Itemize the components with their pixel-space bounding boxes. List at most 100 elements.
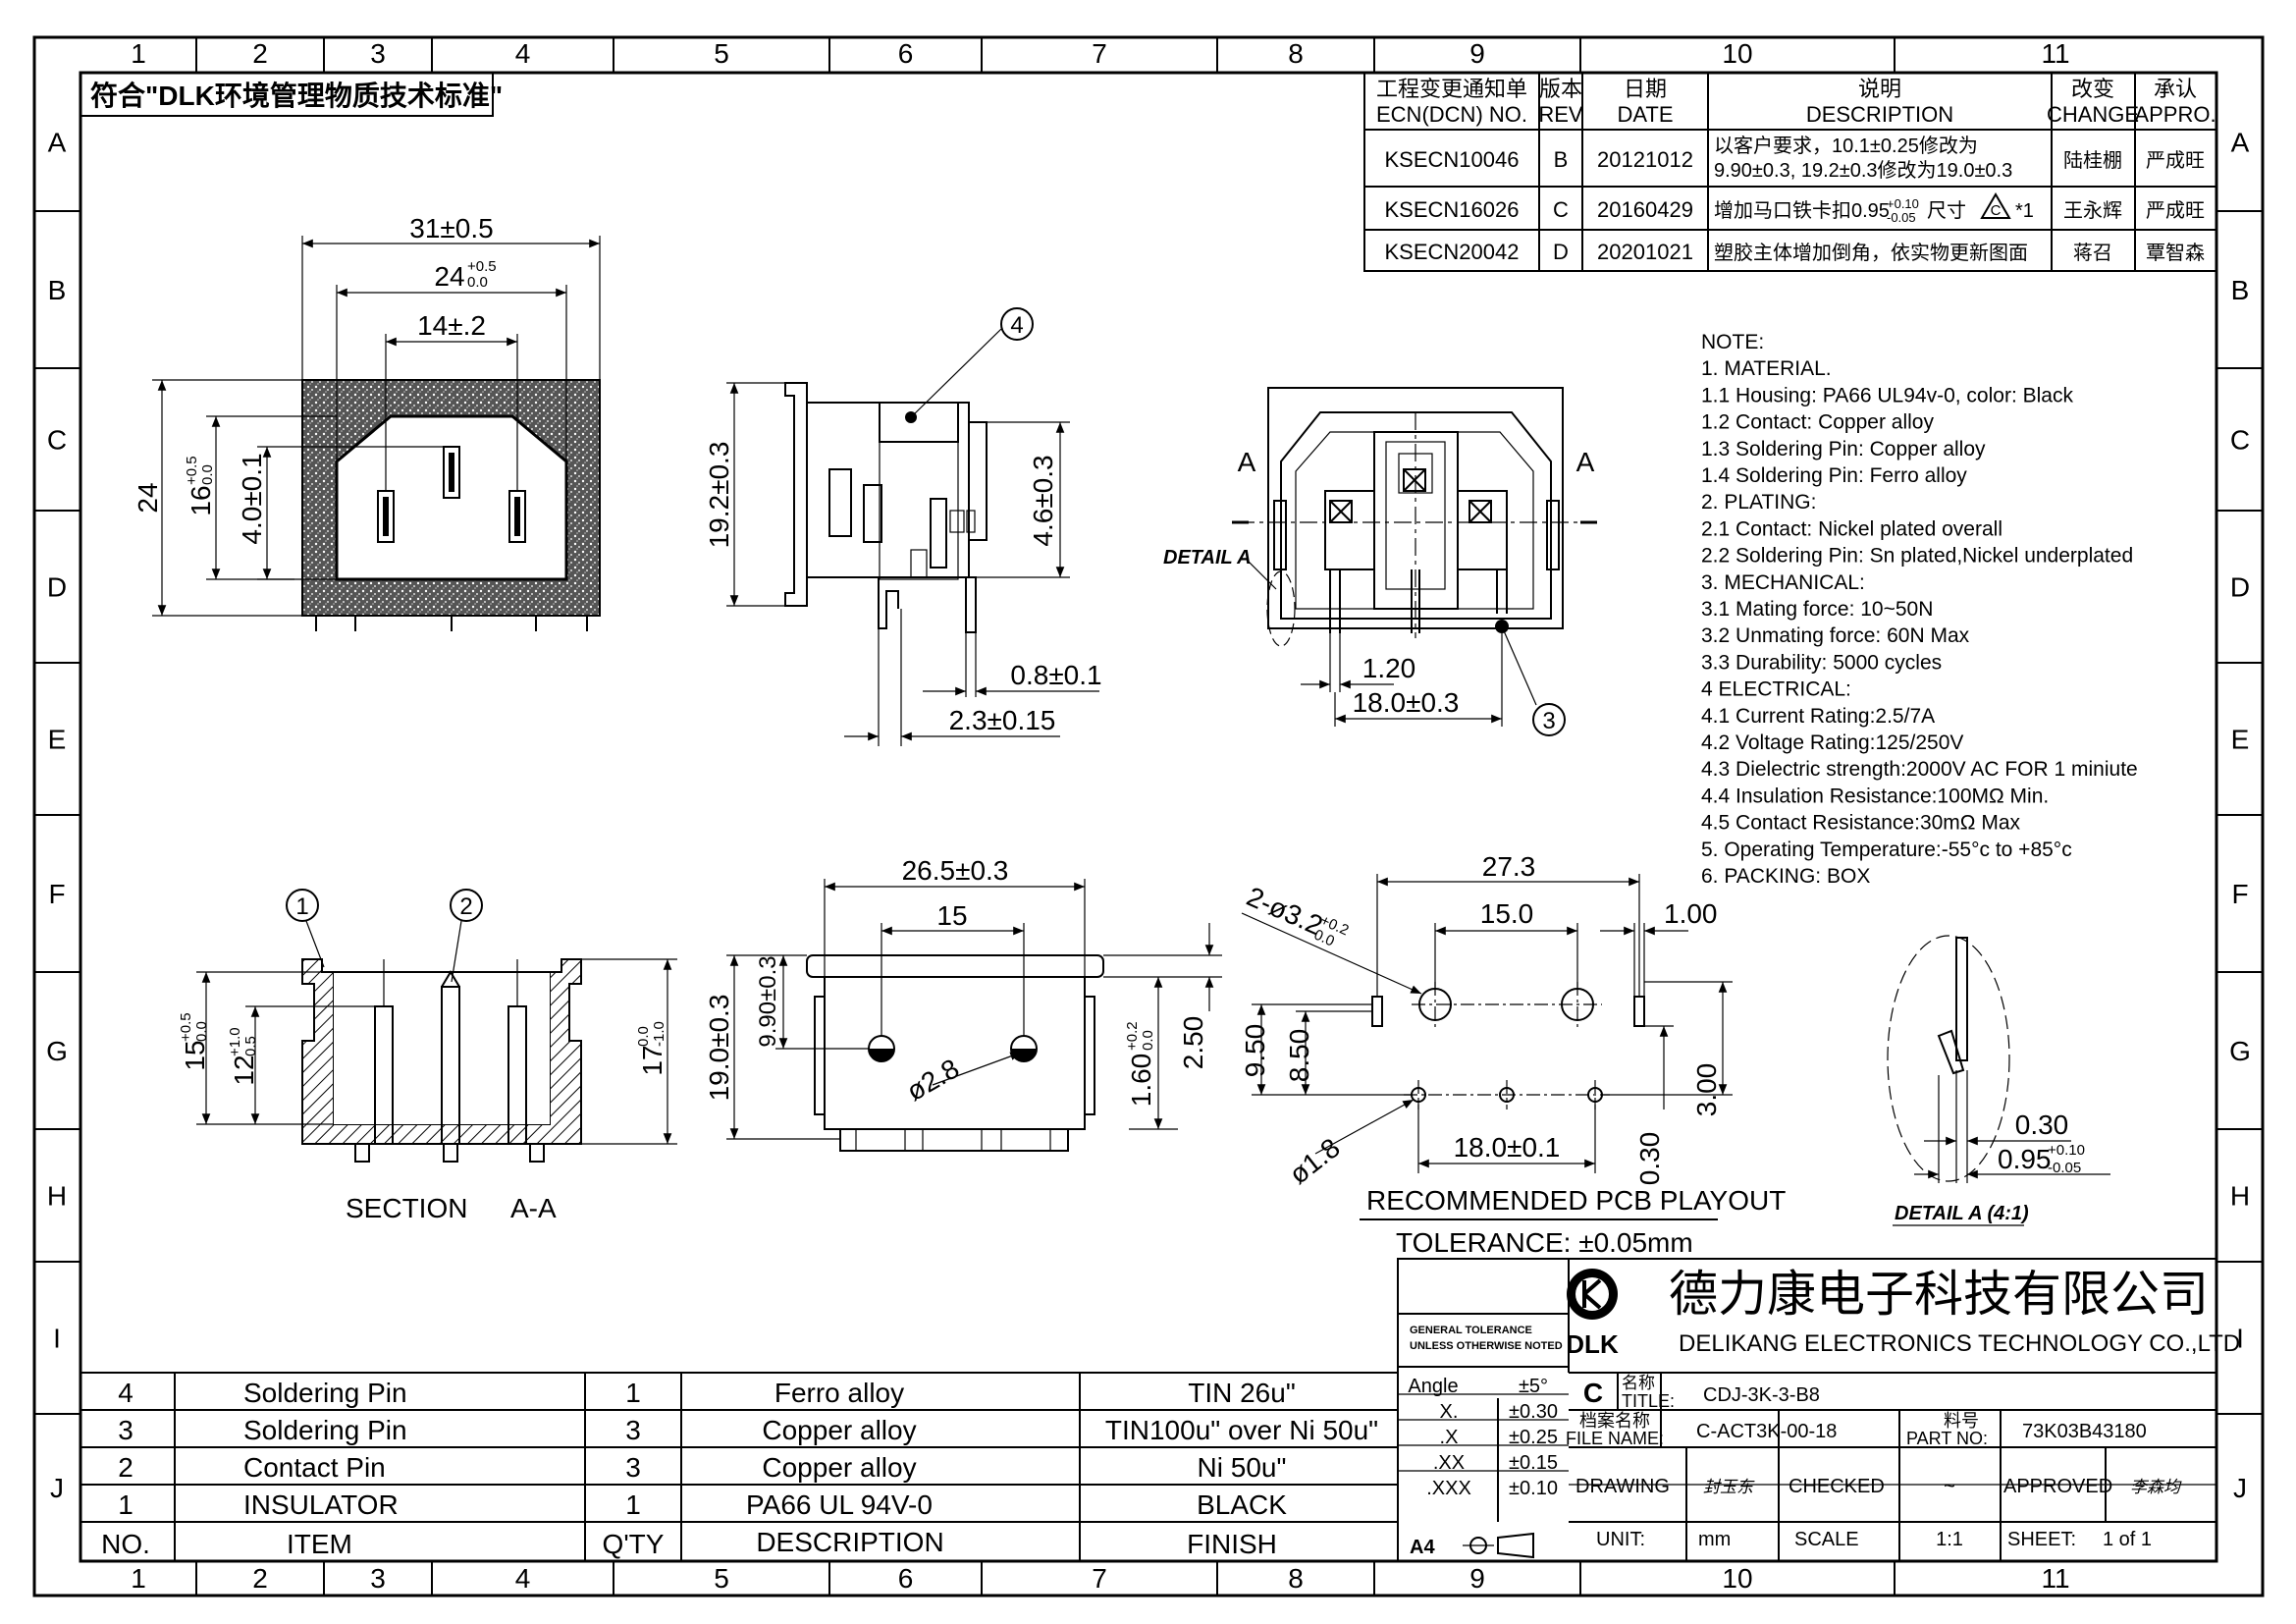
rev-appro: 严成旺 [2146,199,2205,222]
general-tolerance-sub: UNLESS OTHERWISE NOTED [1410,1340,1563,1352]
dim-front-inner-upper: +0.5 [467,258,497,275]
side-view: 4 19.2±0.3 4.6±0.3 0.8±0.1 2.3±0.15 [704,307,1102,746]
grid-row-label: A [2231,128,2250,158]
dim-front-h16: 16 [186,485,216,515]
bom-item: INSULATOR [243,1489,399,1520]
bom-finish: TIN 26u" [1188,1378,1296,1408]
rev-header-ecn-cn: 工程变更通知单 [1376,77,1527,101]
tolerance-key: .XX [1433,1452,1465,1474]
grid-col-label: 4 [515,38,531,69]
company-name-en: DELIKANG ELECTRONICS TECHNOLOGY CO.,LTD [1679,1330,2240,1357]
section-balloon-1: 1 [295,893,308,920]
rev-header-rev: REV [1538,102,1583,127]
bom-desc: Copper alloy [762,1415,916,1445]
file-name-label-cn: 档案名称 [1579,1411,1650,1431]
title-block: GENERAL TOLERANCE UNLESS OTHERWISE NOTED… [1397,1258,2240,1562]
rev-ecn: KSECN16026 [1385,197,1520,222]
note-line: 2. PLATING: [1701,491,1816,514]
section-view: 1 2 15 +0.5 0.0 12 +1.0 0.5 17 0.0 -1.0 … [178,889,677,1223]
tolerance-key: .XXX [1426,1478,1471,1499]
bom-finish: TIN100u" over Ni 50u" [1105,1415,1378,1445]
dim-detail-095-upper: +0.10 [2048,1142,2085,1159]
dim-pcb-slot: 1.00 [1664,898,1718,929]
sheet-size: A4 [1410,1537,1435,1558]
rev-header-appro-cn: 承认 [2154,77,2197,101]
grid-row-label: F [48,879,65,909]
grid-col-label: 11 [2041,38,2069,69]
rev-date: 20160429 [1597,197,1693,222]
file-name: C-ACT3K-00-18 [1696,1421,1837,1442]
rev-change: 蒋召 [2073,242,2112,264]
bom-finish: BLACK [1197,1489,1287,1520]
dim-detail-095: 0.95 [1998,1144,2052,1174]
part-no-label-cn: 料号 [1944,1411,1979,1431]
dim-side-pin-offset: 2.3±0.15 [949,705,1056,735]
pcb-layout: 27.3 15.0 1.00 2-ø3.2 +0.2 0.0 9.50 8.50… [1240,851,1786,1258]
rev-header-change-cn: 改变 [2071,77,2114,101]
grid-row-label: E [48,725,67,755]
bom-no: 1 [118,1489,133,1520]
rev-appro: 严成旺 [2146,149,2205,172]
grid-col-label: 1 [131,38,146,69]
dim-section-h15: 15 [180,1040,210,1070]
note-line: 1.3 Soldering Pin: Copper alloy [1701,438,1986,460]
bottom-view: 26.5±0.3 15 19.0±0.3 9.90±0.3 ø2.8 1.60 … [704,855,1222,1152]
grid-row-label: G [46,1036,68,1066]
file-name-label: FILE NAME: [1566,1429,1664,1448]
dim-side-pin-width: 0.8±0.1 [1010,660,1101,690]
checked-label: CHECKED [1789,1476,1885,1497]
tolerance-key: X. [1440,1401,1459,1423]
grid-row-label: J [50,1473,64,1503]
bom-qty: 3 [625,1415,641,1445]
dim-section-h12: 12 [229,1055,259,1085]
section-mark-right: A [1576,447,1595,477]
company-name-cn: 德力康电子科技有限公司 [1669,1267,2209,1322]
grid-col-label: 3 [370,1563,386,1594]
dim-pcb-h300: 3.00 [1691,1063,1722,1117]
note-line: 5. Operating Temperature:-55°c to +85°c [1701,839,2072,861]
dim-rear-pin: 1.20 [1362,653,1416,683]
dim-section-h15-upper: +0.5 [178,1012,194,1042]
grid-row-label: F [2231,879,2248,909]
note-line: 2.1 Contact: Nickel plated overall [1701,517,2002,540]
grid-col-label: 4 [515,1563,531,1594]
grid-col-label: 5 [714,1563,729,1594]
dim-rear-span: 18.0±0.3 [1353,687,1460,718]
note-line: 3.3 Durability: 5000 cycles [1701,651,1942,674]
dim-front-inner-lower: 0.0 [467,274,488,291]
note-line: 1.2 Contact: Copper alloy [1701,411,1934,434]
tolerance-value: ±0.15 [1509,1452,1558,1474]
bom-header-no: NO. [101,1529,150,1559]
dim-front-height: 24 [133,482,163,513]
grid-row-label: D [47,572,67,603]
note-line: 4.4 Insulation Resistance:100MΩ Min. [1701,785,2049,807]
dim-side-pin-height: 4.6±0.3 [1028,455,1058,546]
dim-bottom-hole: ø2.8 [901,1053,964,1107]
bom-item: Contact Pin [243,1452,386,1483]
logo-text: DLK [1566,1329,1619,1359]
grid-col-label: 1 [131,1563,146,1594]
general-tolerance-title: GENERAL TOLERANCE [1410,1325,1532,1336]
dim-detail-030: 0.30 [2015,1110,2069,1140]
title-rev-letter: C [1583,1378,1603,1408]
pcb-tolerance: TOLERANCE: ±0.05mm [1396,1227,1693,1258]
bom-finish: Ni 50u" [1198,1452,1287,1483]
grid-col-label: 11 [2041,1563,2069,1594]
section-mark: A-A [510,1193,557,1223]
detail-a-callout: DETAIL A [1163,547,1252,568]
grid-col-label: 2 [252,38,268,69]
note-line: 1.1 Housing: PA66 UL94v-0, color: Black [1701,384,2073,406]
rev-desc-tol-upper: +0.10 [1887,196,1919,211]
grid-row-label: B [2231,275,2250,305]
dim-bottom-t1: 1.60 [1126,1054,1156,1108]
dim-pcb-h950: 9.50 [1240,1024,1270,1078]
pcb-title: RECOMMENDED PCB PLAYOUT [1366,1185,1786,1216]
dim-pcb-h030: 0.30 [1634,1132,1665,1186]
tolerance-key: Angle [1408,1376,1458,1397]
note-line: 1.4 Soldering Pin: Ferro alloy [1701,464,1967,487]
dim-detail-095-lower: -0.05 [2048,1160,2081,1176]
checked-by: ~ [1944,1476,1955,1497]
grid-col-label: 2 [252,1563,268,1594]
